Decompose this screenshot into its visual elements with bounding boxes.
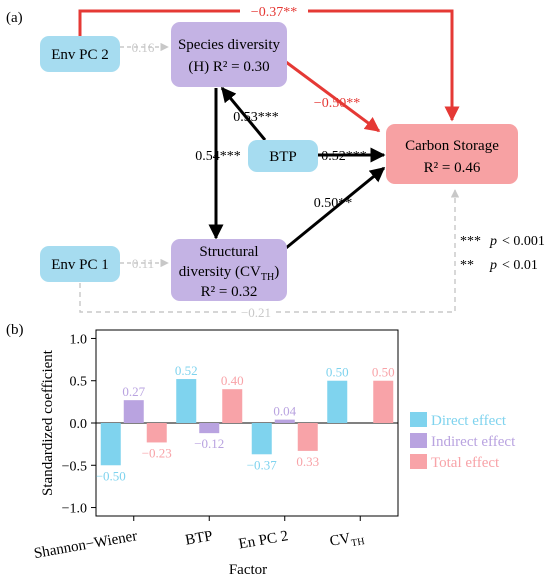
node-species-line2: (H) R² = 0.30 — [188, 59, 269, 75]
bar-value-label: 0.04 — [273, 404, 296, 419]
bars — [100, 379, 394, 466]
label-pc2-carbon: −0.37** — [251, 5, 297, 20]
x-tick-label: CVTH — [328, 528, 365, 553]
bar-total-effect — [373, 380, 394, 423]
legend-label: Total effect — [431, 455, 500, 471]
bar-chart: 1.0 0.5 0.0 −0.5 −1.0 −0.50 0.27 −0.23 0.52 −0.1… — [33, 329, 516, 578]
bar-value-label: −0.50 — [96, 468, 126, 483]
x-tick-label: BTP — [184, 528, 214, 549]
label-pc1-structural: 0.11 — [132, 256, 154, 271]
legend-stars2: ** — [460, 258, 474, 273]
legend-swatch — [410, 412, 427, 427]
node-structural-line1: Structural — [199, 244, 258, 260]
y-axis-label: Standardized coefficient — [40, 349, 56, 496]
bar-indirect-effect — [123, 400, 144, 423]
bar-value-label: 0.52 — [175, 363, 198, 378]
bar-direct-effect — [327, 380, 348, 423]
bar-value-label: 0.27 — [122, 384, 145, 399]
bar-value-label: −0.23 — [142, 445, 172, 460]
black-paths — [208, 86, 386, 250]
bar-value-label: −0.12 — [194, 436, 224, 451]
node-structural-line3: R² = 0.32 — [201, 284, 258, 300]
bar-value-label: 0.50 — [372, 365, 395, 380]
legend-p01: < 0.01 — [502, 258, 538, 273]
legend-label: Indirect effect — [431, 434, 516, 450]
node-env-pc1: Env PC 1 — [40, 246, 120, 282]
bar-labels: −0.50 0.27 −0.23 0.52 −0.12 0.40 −0.37 0.04 0.33… — [96, 363, 395, 483]
legend-p001: < 0.001 — [502, 234, 545, 249]
node-carbon-storage: Carbon Storage R² = 0.46 — [386, 124, 518, 184]
y-tick-label: −1.0 — [62, 502, 87, 517]
node-btp: BTP — [248, 140, 318, 172]
significance-legend: *** p < 0.001 ** p < 0.01 — [456, 228, 548, 276]
bar-value-label: 0.33 — [296, 454, 319, 469]
panel-a-label: (a) — [6, 10, 23, 26]
label-btp-carbon: 0.52*** — [321, 149, 367, 164]
y-axis-ticks: 1.0 0.5 0.0 −0.5 −1.0 — [62, 332, 96, 517]
node-species-diversity: Species diversity (H) R² = 0.30 — [171, 22, 287, 87]
node-carbon-line1: Carbon Storage — [405, 138, 499, 154]
y-tick-label: 0.5 — [70, 375, 88, 390]
bar-total-effect — [222, 389, 243, 423]
bar-direct-effect — [251, 423, 272, 455]
bar-value-label: 0.40 — [221, 373, 244, 388]
node-structural-diversity: Structural diversity (CVTH) R² = 0.32 — [171, 239, 287, 301]
node-env-pc1-label: Env PC 1 — [51, 257, 109, 273]
label-btp-species: 0.53*** — [233, 110, 279, 125]
node-env-pc2-label: Env PC 2 — [51, 47, 109, 63]
y-tick-label: 0.0 — [70, 417, 88, 432]
bar-value-label: 0.50 — [326, 365, 349, 380]
legend-p-1: p — [489, 234, 497, 249]
label-structural-carbon: 0.50** — [314, 196, 353, 211]
bar-direct-effect — [100, 423, 121, 466]
bar-direct-effect — [176, 379, 197, 423]
bar-indirect-effect — [274, 419, 295, 423]
x-axis-ticks: Shannon−Wiener BTP En PC 2 CVTH — [33, 516, 365, 562]
panel-b-label: (b) — [6, 322, 24, 338]
label-species-structural: 0.54*** — [195, 149, 241, 164]
label-species-carbon: −0.50** — [314, 96, 360, 111]
bar-total-effect — [297, 423, 318, 451]
legend-p-2: p — [489, 258, 497, 273]
path-btp-species — [220, 86, 267, 141]
x-tick-label: En PC 2 — [237, 528, 289, 552]
node-env-pc2: Env PC 2 — [40, 36, 120, 72]
bar-value-label: −0.37 — [247, 457, 278, 472]
node-btp-label: BTP — [269, 149, 297, 165]
node-structural-line2: diversity (CVTH) — [179, 264, 279, 283]
path-species-carbon — [285, 60, 381, 133]
path-labels: −0.37** 0.16 −0.50** 0.53*** 0.54*** 0.5… — [132, 2, 367, 320]
label-pc1-carbon: −0.21 — [241, 305, 271, 320]
bar-total-effect — [146, 423, 167, 443]
legend-label: Direct effect — [431, 413, 507, 429]
label-pc2-species: 0.16 — [132, 40, 155, 55]
x-axis-label: Factor — [229, 562, 267, 578]
bar-indirect-effect — [199, 423, 220, 434]
node-species-line1: Species diversity — [178, 37, 281, 53]
legend-swatch — [410, 454, 427, 469]
path-structural-carbon — [285, 166, 386, 250]
x-tick-label: Shannon−Wiener — [33, 528, 139, 562]
y-tick-label: −0.5 — [62, 459, 87, 474]
y-tick-label: 1.0 — [70, 332, 88, 347]
legend-stars3: *** — [460, 234, 481, 249]
node-carbon-line2: R² = 0.46 — [424, 160, 481, 176]
legend-swatch — [410, 433, 427, 448]
